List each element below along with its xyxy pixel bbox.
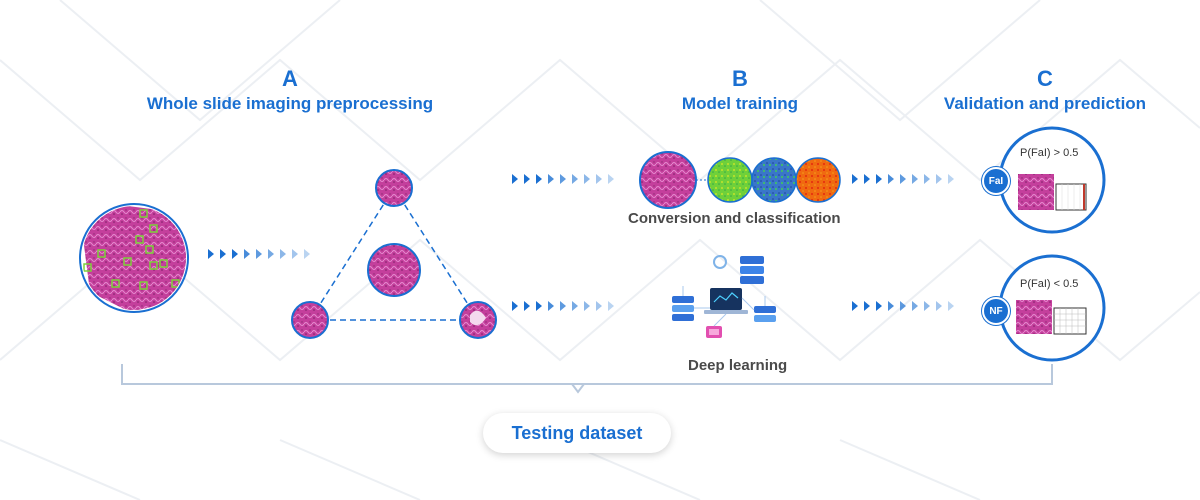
- arrow-to-deep-learning: [512, 301, 614, 311]
- conversion-maps: [639, 151, 841, 209]
- deep-learning-caption: Deep learning: [688, 357, 788, 374]
- section-a-title: Whole slide imaging preprocessing: [146, 94, 434, 113]
- arrow-to-prediction-bottom: [852, 301, 954, 311]
- conversion-caption: Conversion and classification: [628, 210, 841, 227]
- prediction-top: [998, 126, 1106, 234]
- section-b-letter: B: [732, 66, 748, 91]
- testing-dataset-button[interactable]: Testing dataset: [483, 413, 671, 453]
- arrow-to-conversion: [512, 174, 614, 184]
- arrow-to-prediction-top: [852, 174, 954, 184]
- prediction-top-tag: FaI: [982, 167, 1010, 195]
- prediction-top-condition: P(FaI) > 0.5: [1020, 147, 1079, 159]
- deep-learning-illustration: [672, 255, 776, 338]
- prediction-bottom-condition: P(FaI) < 0.5: [1020, 278, 1079, 290]
- section-b-title: Model training: [681, 94, 799, 113]
- testing-dataset-bracket: [121, 364, 1053, 394]
- arrow-a-to-patches: [208, 249, 310, 259]
- section-a-letter: A: [282, 66, 298, 91]
- prediction-bottom: [998, 254, 1106, 362]
- prediction-bottom-tag: NF: [982, 297, 1010, 325]
- section-c-title: Validation and prediction: [943, 94, 1147, 113]
- patch-triangle: [291, 169, 497, 339]
- section-c-letter: C: [1037, 66, 1053, 91]
- whole-slide-image: [79, 203, 189, 313]
